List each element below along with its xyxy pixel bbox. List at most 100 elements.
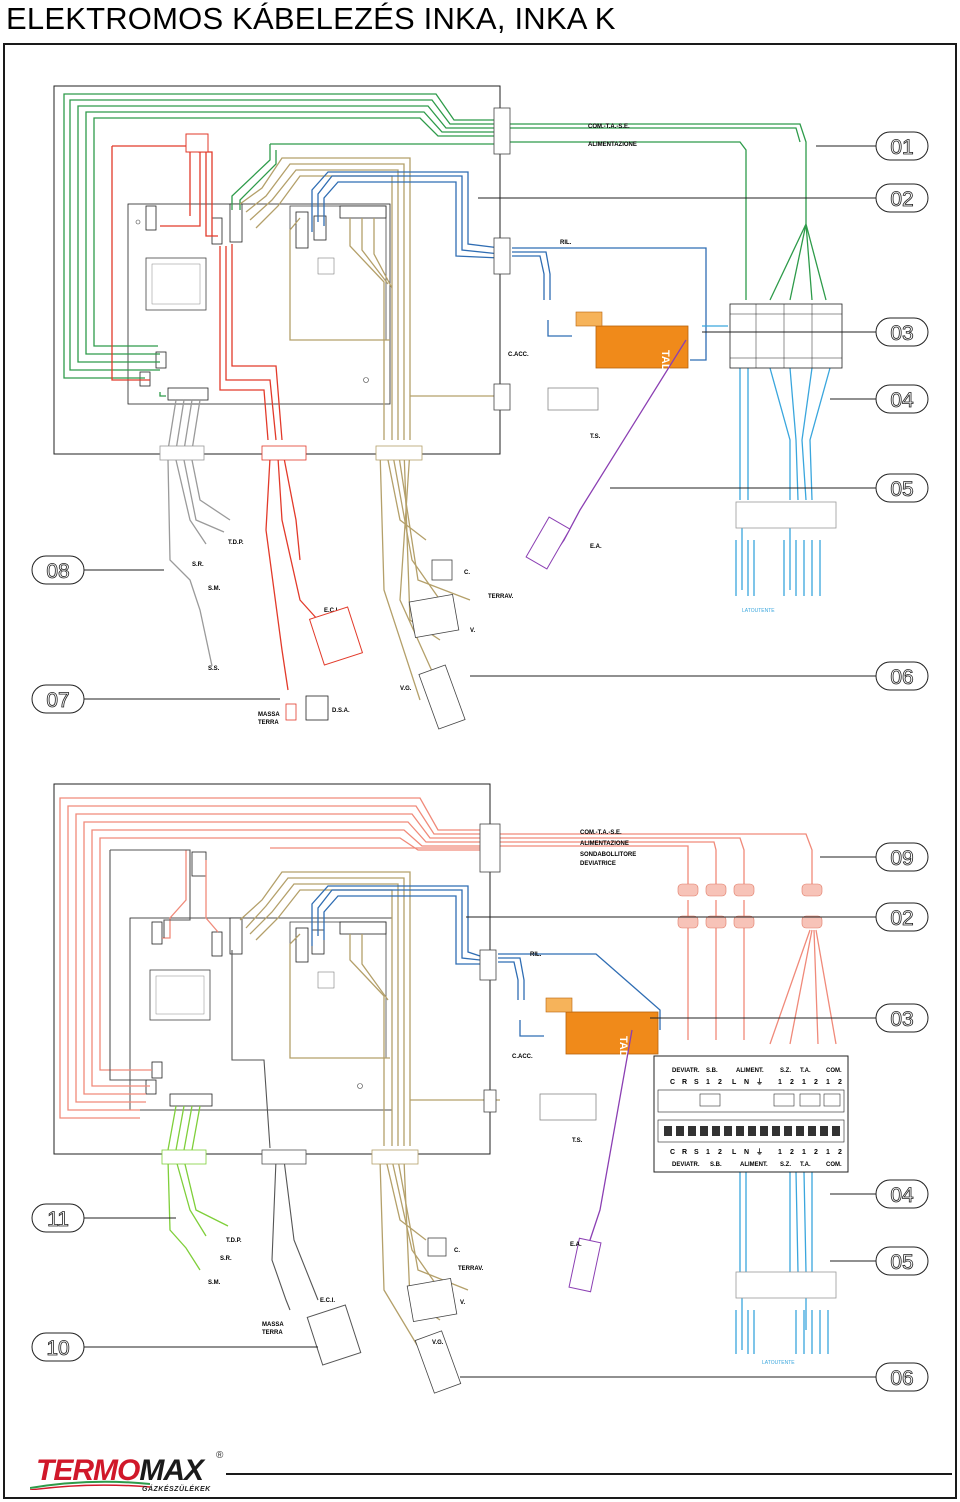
ref-10: 10 <box>46 1337 69 1360</box>
logo-wordmark: TERMOMAX <box>36 1454 204 1488</box>
tb-pin: C <box>670 1149 675 1156</box>
label-lato-utente-top: LATOUTENTE <box>742 608 775 614</box>
tb-header-2: S.B. <box>706 1068 718 1074</box>
tb-pin: N <box>744 1079 749 1086</box>
label-terrav-bottom: TERRAV. <box>458 1266 484 1272</box>
ref-06: 06 <box>890 666 913 689</box>
label-lato-utente-bottom: LATOUTENTE <box>762 1360 795 1366</box>
blue-harness-top <box>311 171 707 361</box>
cyan-harness-bottom <box>735 1171 829 1354</box>
label-ts-top: T.S. <box>590 434 601 440</box>
termomax-logo: TERMOMAX ® GÁZKÉSZÜLÉKEK <box>30 1450 230 1500</box>
tb-pin: 1 <box>826 1079 830 1086</box>
tb-footer-3: ALIMENT. <box>740 1162 768 1168</box>
tb-pin: 1 <box>706 1149 710 1156</box>
tb-pin: ⏚ <box>756 1148 763 1156</box>
tb-pin: 2 <box>814 1079 818 1086</box>
label-ea-bottom: E.A. <box>570 1242 582 1248</box>
tb-header-5: T.A. <box>800 1068 811 1074</box>
ref-04-bottom: 04 <box>890 1184 914 1207</box>
label-c-bottom: C. <box>454 1248 460 1254</box>
label-sm-bottom: S.M. <box>208 1280 221 1286</box>
tado-module-top: TADOE <box>575 311 689 388</box>
label-massa-bottom: MASSA <box>262 1322 284 1328</box>
tb-header-1: DEVIATR. <box>672 1068 700 1074</box>
top-diagram: TADOE COM.-T.A.-S.E. ALIMENTAZIONE RIL. … <box>53 85 843 730</box>
tb-footer-2: S.B. <box>710 1162 722 1168</box>
tb-pin: 1 <box>706 1079 710 1086</box>
blue-harness-bottom <box>311 885 661 1037</box>
tb-pin: 1 <box>826 1149 830 1156</box>
tb-pin: R <box>682 1149 687 1156</box>
tb-pin: S <box>694 1149 699 1156</box>
label-terrav-top: TERRAV. <box>488 594 514 600</box>
tb-pin: 2 <box>790 1079 794 1086</box>
boiler-frame-top <box>53 85 501 455</box>
logo-brand-black: MAX <box>139 1454 204 1487</box>
main-pcb-top <box>127 203 391 405</box>
logo-brand-red: TERMO <box>36 1454 140 1487</box>
tb-pin: 2 <box>838 1149 842 1156</box>
label-tdp-top: T.D.P. <box>228 540 244 546</box>
tb-pin: 2 <box>718 1079 722 1086</box>
label-alimentazione-bottom: ALIMENTAZIONE <box>580 841 629 847</box>
label-v-top: V. <box>470 628 475 634</box>
label-sr-bottom: S.R. <box>220 1256 232 1262</box>
registered-mark: ® <box>216 1450 224 1461</box>
label-sm-top: S.M. <box>208 586 221 592</box>
label-vg-bottom: V.G. <box>432 1340 444 1346</box>
ref-02-bottom: 02 <box>890 907 913 930</box>
red-harness-top <box>111 133 319 691</box>
label-ss-top: S.S. <box>208 666 220 672</box>
label-eci-top: E.C.I. <box>324 608 339 614</box>
label-deviatrice-bottom: DEVIATRICE <box>580 861 616 867</box>
label-c-acc-top: C.ACC. <box>508 352 529 358</box>
cable-clamp-bottom <box>735 1271 837 1299</box>
tb-pin: 2 <box>814 1149 818 1156</box>
label-tdp-bottom: T.D.P. <box>226 1238 242 1244</box>
tb-pin: L <box>732 1149 737 1156</box>
label-ril-bottom: RIL. <box>530 952 542 958</box>
tb-pin: S <box>694 1079 699 1086</box>
tb-pin: R <box>682 1079 687 1086</box>
label-terra-top: TERRA <box>258 720 279 726</box>
ref-02: 02 <box>890 188 913 211</box>
ref-01: 01 <box>890 136 913 159</box>
gray-harness-bottom <box>109 849 319 1311</box>
tb-pin: ⏚ <box>756 1078 763 1086</box>
tb-pin: 1 <box>802 1079 806 1086</box>
reference-bubbles <box>31 131 929 1392</box>
reference-callouts <box>84 145 876 1378</box>
ref-08: 08 <box>46 560 69 583</box>
label-v-bottom: V. <box>460 1300 465 1306</box>
label-c-acc-bottom: C.ACC. <box>512 1054 533 1060</box>
tb-pin: 2 <box>838 1079 842 1086</box>
terminal-block-top <box>729 303 843 369</box>
tb-header-6: COM. <box>826 1068 842 1074</box>
tado-module-bottom: TADOE <box>545 997 659 1074</box>
cable-clamp-top <box>735 501 837 529</box>
label-sondabollitore-bottom: SONDABOLLITORE <box>580 852 636 858</box>
ref-05-bottom: 05 <box>890 1251 913 1274</box>
ref-04: 04 <box>890 389 914 412</box>
label-alimentazione-top: ALIMENTAZIONE <box>588 142 637 148</box>
tb-footer-5: T.A. <box>800 1162 811 1168</box>
label-vg-top: V.G. <box>400 686 412 692</box>
tan-harness-top <box>239 157 500 701</box>
tb-pin: 1 <box>778 1079 782 1086</box>
tb-pin: C <box>670 1079 675 1086</box>
ref-03-bottom: 03 <box>890 1008 913 1031</box>
tb-footer-6: COM. <box>826 1162 842 1168</box>
ref-11: 11 <box>47 1208 69 1231</box>
page-title: ELEKTROMOS KÁBELEZÉS INKA, INKA K <box>6 1 616 36</box>
label-massa-top: MASSA <box>258 712 280 718</box>
label-terra-bottom: TERRA <box>262 1330 283 1336</box>
transformer-top <box>145 257 207 311</box>
tb-pin: 1 <box>802 1149 806 1156</box>
label-sr-top: S.R. <box>192 562 204 568</box>
tado-label-top: TADOE <box>659 350 671 388</box>
tan-harness-bottom <box>239 871 500 1351</box>
label-ts-bottom: T.S. <box>572 1138 583 1144</box>
ref-05: 05 <box>890 478 913 501</box>
ref-07: 07 <box>46 689 69 712</box>
